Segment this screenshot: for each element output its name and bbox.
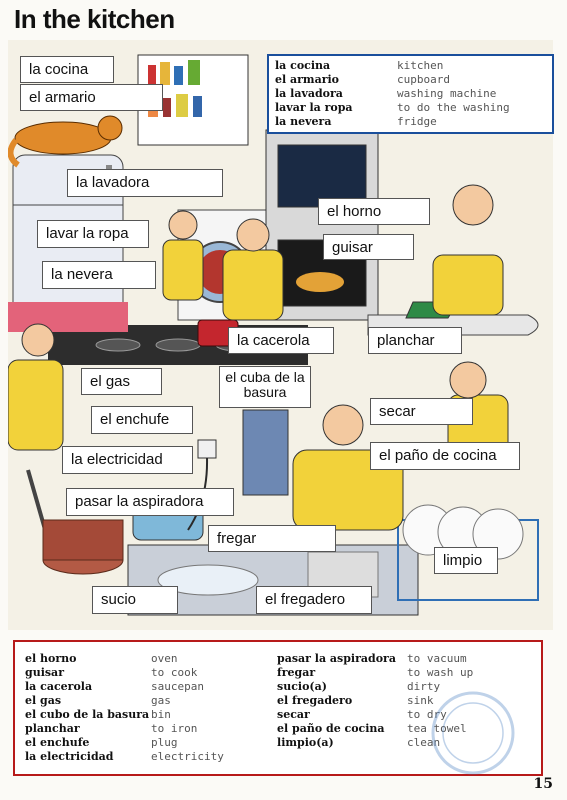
oven-illustration — [265, 129, 379, 321]
glossary-row: la lavadora washing machine — [275, 87, 546, 101]
glossary-row: guisar to cook — [25, 666, 277, 680]
glossary-spanish: el enchufe — [25, 736, 90, 749]
glossary-row: el enchufe plug — [25, 736, 277, 750]
glossary-spanish: fregar — [277, 666, 316, 679]
label-el-gas: el gas — [81, 368, 162, 395]
glossary-spanish: la lavadora — [275, 87, 343, 100]
glossary-english: gas — [151, 694, 171, 707]
people-illustration — [8, 184, 509, 531]
glossary-spanish: el fregadero — [277, 694, 353, 707]
glossary-english: to wash up — [407, 666, 474, 679]
glossary-english: to do the washing — [397, 101, 510, 114]
glossary-row: secar to dry — [277, 708, 531, 722]
glossary-english: bin — [151, 708, 171, 721]
glossary-spanish: limpio(a) — [277, 736, 334, 749]
glossary-english: washing machine — [397, 87, 497, 100]
label-el-enchufe: el enchufe — [91, 406, 193, 434]
glossary-english: to vacuum — [407, 652, 467, 665]
glossary-spanish: sucio(a) — [277, 680, 327, 693]
glossary-spanish: lavar la ropa — [275, 101, 353, 114]
glossary-spanish: la nevera — [275, 115, 332, 128]
glossary-row: el gas gas — [25, 694, 277, 708]
label-planchar: planchar — [368, 327, 462, 354]
label-lavar-la-ropa: lavar la ropa — [37, 220, 149, 248]
glossary-spanish: el gas — [25, 694, 62, 707]
glossary-row: sucio(a) dirty — [277, 680, 531, 694]
label-el-horno: el horno — [318, 198, 430, 225]
glossary-row: el armario cupboard — [275, 73, 546, 87]
label-la-electricidad: la electricidad — [62, 446, 193, 474]
glossary-english: fridge — [397, 115, 437, 128]
label-guisar: guisar — [323, 234, 414, 260]
glossary-spanish: la electricidad — [25, 750, 114, 763]
dish-rack-illustration — [397, 504, 539, 601]
label-sucio: sucio — [92, 586, 178, 614]
glossary-english: saucepan — [151, 680, 204, 693]
glossary-english: to iron — [151, 722, 198, 735]
label-el-cuba-de-la-basura: el cuba de la basura — [219, 366, 311, 408]
glossary-spanish: el cubo de la basura — [25, 708, 150, 721]
glossary-english: to dry — [407, 708, 447, 721]
kitchen-illustration — [8, 40, 553, 630]
glossary-english: electricity — [151, 750, 224, 763]
label-la-cacerola: la cacerola — [228, 327, 334, 354]
label-fregar: fregar — [208, 525, 336, 552]
glossary-row: lavar la ropa to do the washing — [275, 101, 546, 115]
label-el-armario: el armario — [20, 84, 163, 111]
glossary-spanish: el horno — [25, 652, 77, 665]
glossary-row: la electricidad electricity — [25, 750, 277, 764]
glossary-column-right: pasar la aspiradora to vacuum fregar to wa… — [277, 652, 531, 764]
label-el-pano-de-cocina: el paño de cocina — [370, 442, 520, 470]
glossary-spanish: pasar la aspiradora — [277, 652, 396, 665]
glossary-english: tea towel — [407, 722, 467, 735]
glossary-english: clean — [407, 736, 441, 749]
glossary-row: la nevera fridge — [275, 115, 546, 129]
label-la-lavadora: la lavadora — [67, 169, 223, 197]
glossary-row: el fregadero sink — [277, 694, 531, 708]
cat-illustration — [8, 115, 123, 168]
glossary-english: oven — [151, 652, 178, 665]
glossary-english: to cook — [151, 666, 198, 679]
label-secar: secar — [370, 398, 473, 425]
glossary-english: plug — [151, 736, 178, 749]
glossary-row: fregar to wash up — [277, 666, 531, 680]
glossary-column-left: el horno oven guisar to cook la cacerola sa… — [25, 652, 277, 764]
glossary-spanish: la cocina — [275, 59, 331, 72]
glossary-english: dirty — [407, 680, 441, 693]
glossary-row: pasar la aspiradora to vacuum — [277, 652, 531, 666]
glossary-top: la cocina kitchen el armario cupboard la l… — [267, 54, 554, 134]
glossary-spanish: secar — [277, 708, 310, 721]
bin-illustration — [242, 409, 289, 496]
dirty-pot-illustration — [42, 519, 124, 575]
label-el-fregadero: el fregadero — [256, 586, 372, 614]
glossary-row: el paño de cocina tea towel — [277, 722, 531, 736]
glossary-row: el horno oven — [25, 652, 277, 666]
label-la-nevera: la nevera — [42, 261, 156, 289]
glossary-english: kitchen — [397, 59, 444, 72]
label-la-cocina: la cocina — [20, 56, 114, 83]
glossary-spanish: el armario — [275, 73, 340, 86]
glossary-spanish: el paño de cocina — [277, 722, 385, 735]
page-number: 15 — [533, 776, 553, 792]
glossary-row: la cocina kitchen — [275, 59, 546, 73]
glossary-row: la cacerola saucepan — [25, 680, 277, 694]
glossary-english: sink — [407, 694, 434, 707]
label-pasar-la-aspiradora: pasar la aspiradora — [66, 488, 234, 516]
page-title: In the kitchen — [14, 4, 175, 34]
label-limpio: limpio — [434, 547, 498, 574]
glossary-bottom: el horno oven guisar to cook la cacerola sa… — [13, 640, 543, 776]
glossary-spanish: la cacerola — [25, 680, 93, 693]
glossary-row: planchar to iron — [25, 722, 277, 736]
watermark-stamp — [431, 691, 515, 775]
glossary-row: limpio(a) clean — [277, 736, 531, 750]
glossary-english: cupboard — [397, 73, 450, 86]
glossary-spanish: planchar — [25, 722, 80, 735]
glossary-spanish: guisar — [25, 666, 64, 679]
